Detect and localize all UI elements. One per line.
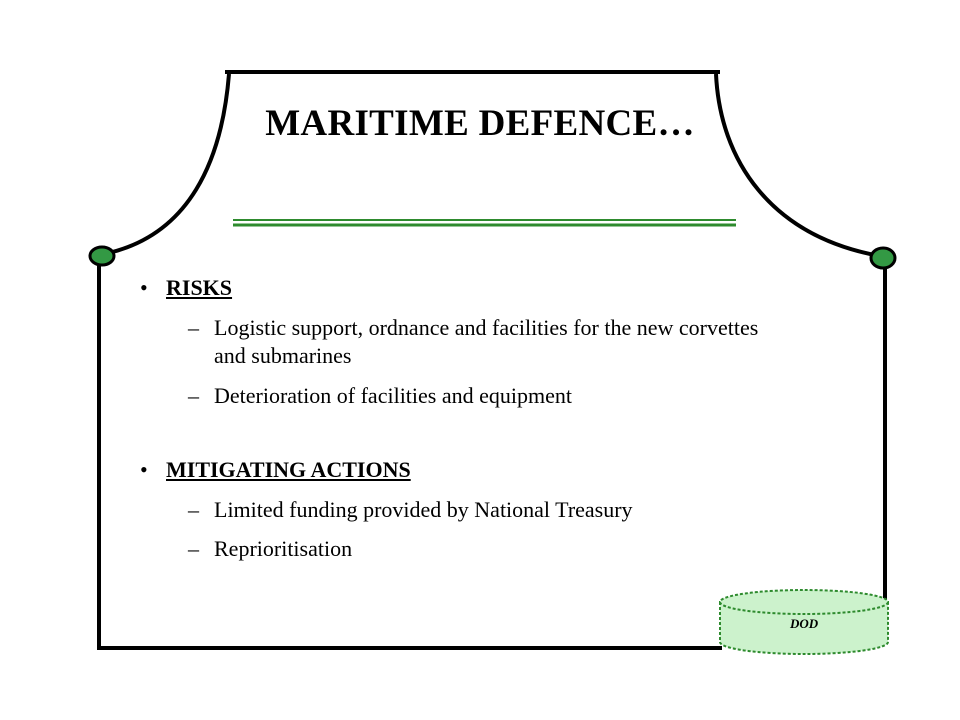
bullet-dot: •: [140, 275, 148, 300]
left-knob: [88, 245, 116, 267]
risks-heading: RISKS: [166, 275, 233, 300]
dod-badge-label: DOD: [790, 616, 819, 631]
mitigating-item-2-text: Reprioritisation: [214, 536, 353, 561]
dash-glyph: –: [188, 536, 199, 561]
frame-left-drape: [103, 73, 231, 256]
risk-item-1-continuation: and submarines: [214, 343, 352, 368]
slide-title: MARITIME DEFENCE…: [265, 103, 695, 144]
bullet-heading-mitigating: • MITIGATING ACTIONS: [140, 456, 411, 484]
mitigating-item-1: –Limited funding provided by National Tr…: [188, 496, 633, 524]
right-knob: [869, 246, 897, 270]
mitigating-item-1-text: Limited funding provided by National Tre…: [214, 497, 633, 522]
dash-glyph: –: [188, 383, 199, 408]
mitigating-item-2: –Reprioritisation: [188, 535, 353, 563]
bullet-heading-risks: • RISKS: [140, 274, 232, 302]
mitigating-heading: MITIGATING ACTIONS: [166, 457, 411, 482]
risk-item-1-text: Logistic support, ordnance and facilitie…: [214, 315, 759, 340]
dash-glyph: –: [188, 497, 199, 522]
risk-item-2: –Deterioration of facilities and equipme…: [188, 382, 572, 410]
frame-right-drape: [714, 73, 881, 258]
bullet-dot: •: [140, 457, 148, 482]
risk-item-2-text: Deterioration of facilities and equipmen…: [214, 383, 572, 408]
dod-drum: [719, 589, 889, 655]
risk-item-1: –Logistic support, ordnance and faciliti…: [188, 314, 759, 342]
dash-glyph: –: [188, 315, 199, 340]
